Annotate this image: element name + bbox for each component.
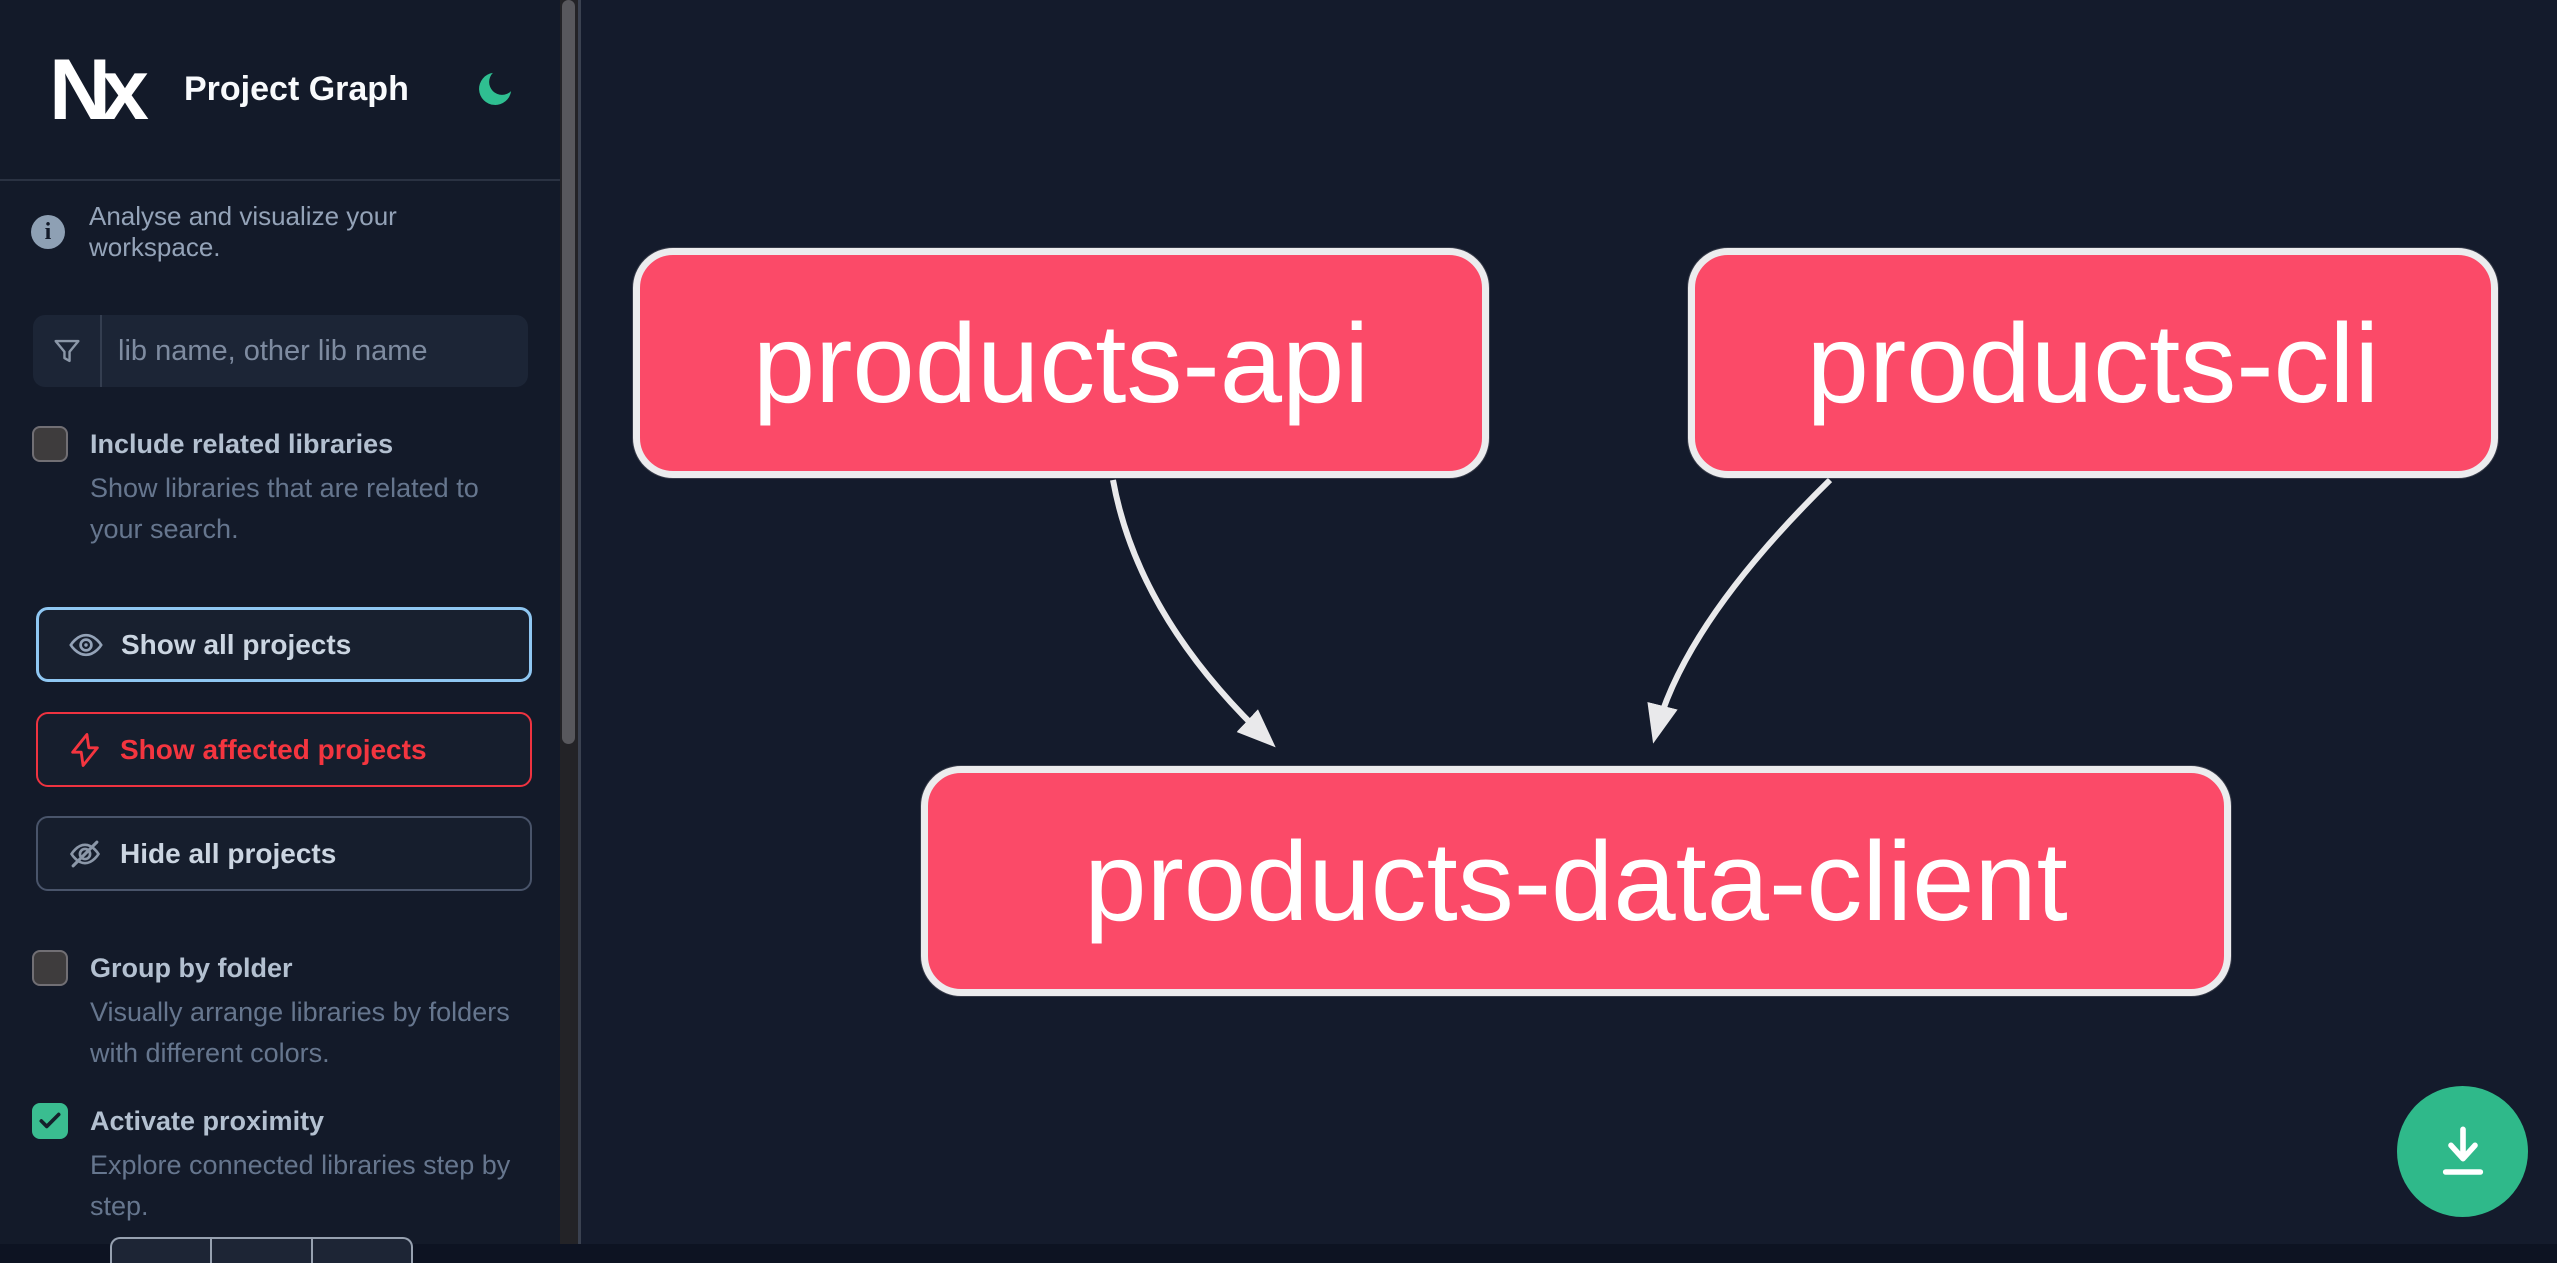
stepper-increment-button[interactable]: [310, 1237, 413, 1263]
show-all-projects-button[interactable]: Show all projects: [36, 607, 532, 682]
eye-icon: [69, 633, 103, 656]
include-related-row: Include related libraries Show libraries…: [32, 424, 532, 550]
graph-canvas[interactable]: [581, 0, 2557, 1244]
sidebar-scrollbar-thumb[interactable]: [562, 0, 575, 744]
show-affected-projects-button[interactable]: Show affected projects: [36, 712, 532, 787]
include-related-checkbox[interactable]: [32, 426, 68, 462]
lightning-bolt-icon: [71, 732, 99, 767]
group-by-folder-label[interactable]: Group by folder: [90, 953, 293, 983]
group-by-folder-row: Group by folder Visually arrange librari…: [32, 948, 532, 1074]
sidebar-divider: [578, 0, 581, 1244]
dark-mode-moon-icon[interactable]: [474, 68, 516, 110]
nx-logo: Nx: [49, 42, 149, 138]
activate-proximity-checkbox[interactable]: [32, 1103, 68, 1139]
search-bar: [33, 315, 528, 387]
group-by-folder-checkbox[interactable]: [32, 950, 68, 986]
download-icon: [2442, 1126, 2483, 1175]
activate-proximity-label[interactable]: Activate proximity: [90, 1106, 325, 1136]
show-all-projects-label: Show all projects: [121, 628, 352, 660]
hide-all-projects-label: Hide all projects: [120, 837, 337, 869]
sidebar-header: Nx Project Graph: [0, 0, 578, 181]
hide-all-projects-button[interactable]: Hide all projects: [36, 816, 532, 891]
activate-proximity-row: Activate proximity Explore connected lib…: [32, 1101, 532, 1227]
graph-node-products-data-client[interactable]: products-data-client: [921, 766, 2231, 996]
filter-funnel-icon: [33, 315, 102, 387]
group-by-folder-description: Visually arrange libraries by folders wi…: [90, 997, 510, 1068]
search-input[interactable]: [102, 315, 528, 387]
download-image-button[interactable]: [2397, 1086, 2528, 1217]
info-icon: i: [31, 215, 65, 249]
show-affected-projects-label: Show affected projects: [120, 733, 427, 765]
include-related-label[interactable]: Include related libraries: [90, 429, 394, 459]
stepper-decrement-button[interactable]: [110, 1237, 213, 1263]
sidebar: Nx Project Graph i Analyse and visualize…: [0, 0, 578, 1263]
sidebar-scrollbar-track[interactable]: [560, 0, 578, 1244]
eye-off-icon: [69, 840, 101, 867]
graph-node-products-cli[interactable]: products-cli: [1688, 248, 2498, 478]
proximity-depth-stepper: [110, 1237, 413, 1263]
tagline-row: i Analyse and visualize your workspace.: [31, 201, 531, 263]
tagline-text: Analyse and visualize your workspace.: [89, 201, 397, 262]
include-related-description: Show libraries that are related to your …: [90, 473, 479, 544]
page-title: Project Graph: [184, 70, 409, 108]
stepper-value: [212, 1237, 311, 1263]
graph-node-products-api[interactable]: products-api: [633, 248, 1489, 478]
activate-proximity-description: Explore connected libraries step by step…: [90, 1150, 511, 1221]
